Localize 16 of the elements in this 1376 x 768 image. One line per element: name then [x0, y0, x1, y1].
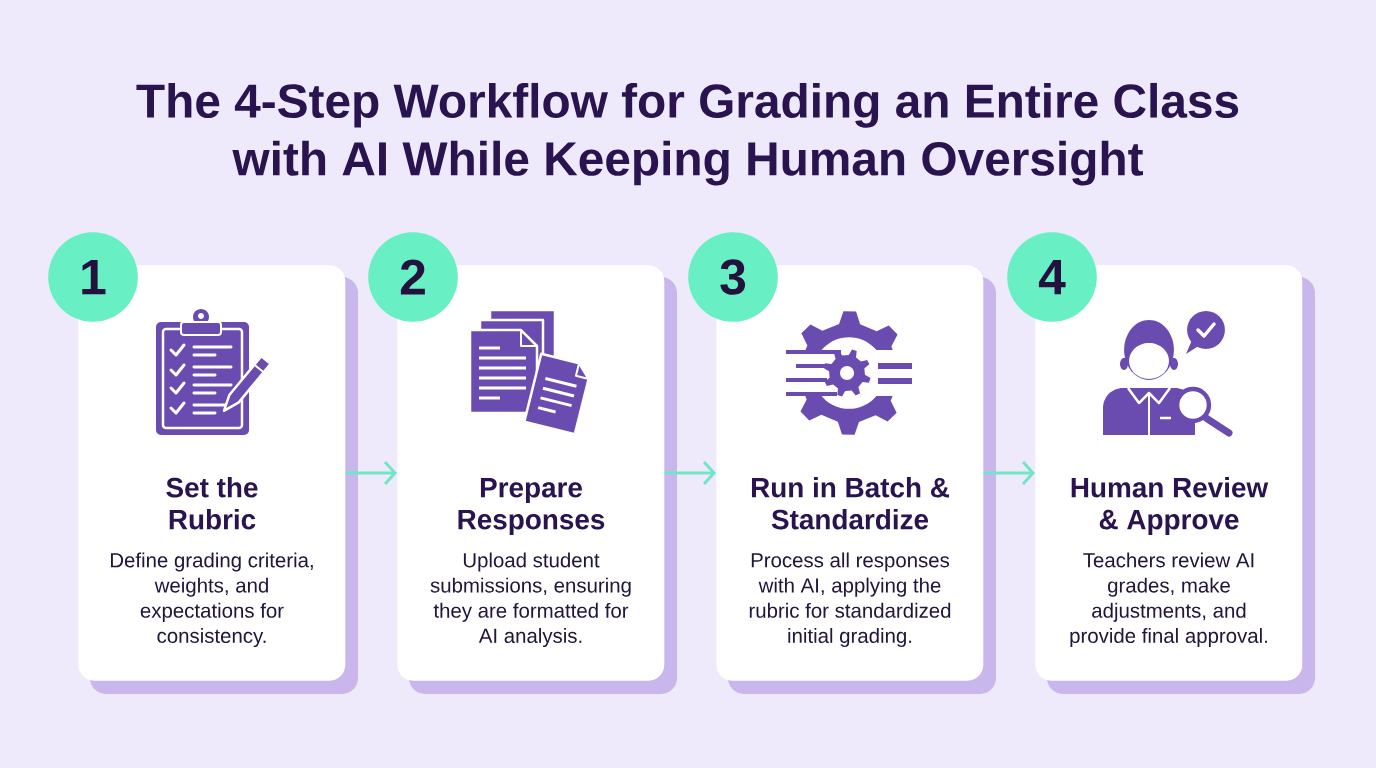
step-title: Human Review & Approve — [1071, 477, 1269, 535]
diagram-title: The 4-Step Workflow for Grading an Entire Class with AI While Keeping Human Oversight — [136, 82, 1239, 186]
step-title: Run in Batch & Standardize — [751, 477, 950, 530]
arrow — [983, 461, 1035, 485]
step-title: Set the Rubric — [166, 477, 258, 530]
arrow — [345, 461, 397, 485]
step-description: Process all responses with AI, applying the rubric for standardized initial grading. — [749, 552, 951, 648]
step-number-badge: 4 — [1007, 232, 1097, 322]
step-title: Prepare Responses — [458, 478, 605, 535]
step-number-badge: 2 — [368, 232, 458, 322]
step-number-badge: 1 — [48, 232, 138, 322]
step-description: Define grading criteria, weights, and expectations for consistency. — [111, 552, 313, 648]
step-number-badge: 3 — [688, 232, 778, 322]
arrow — [664, 461, 716, 485]
step-description: Teachers review AI grades, make adjustments, and provide final approval. — [1070, 552, 1267, 648]
step-description: Upload student submissions, ensuring they are formatted for AI analysis. — [430, 552, 631, 648]
